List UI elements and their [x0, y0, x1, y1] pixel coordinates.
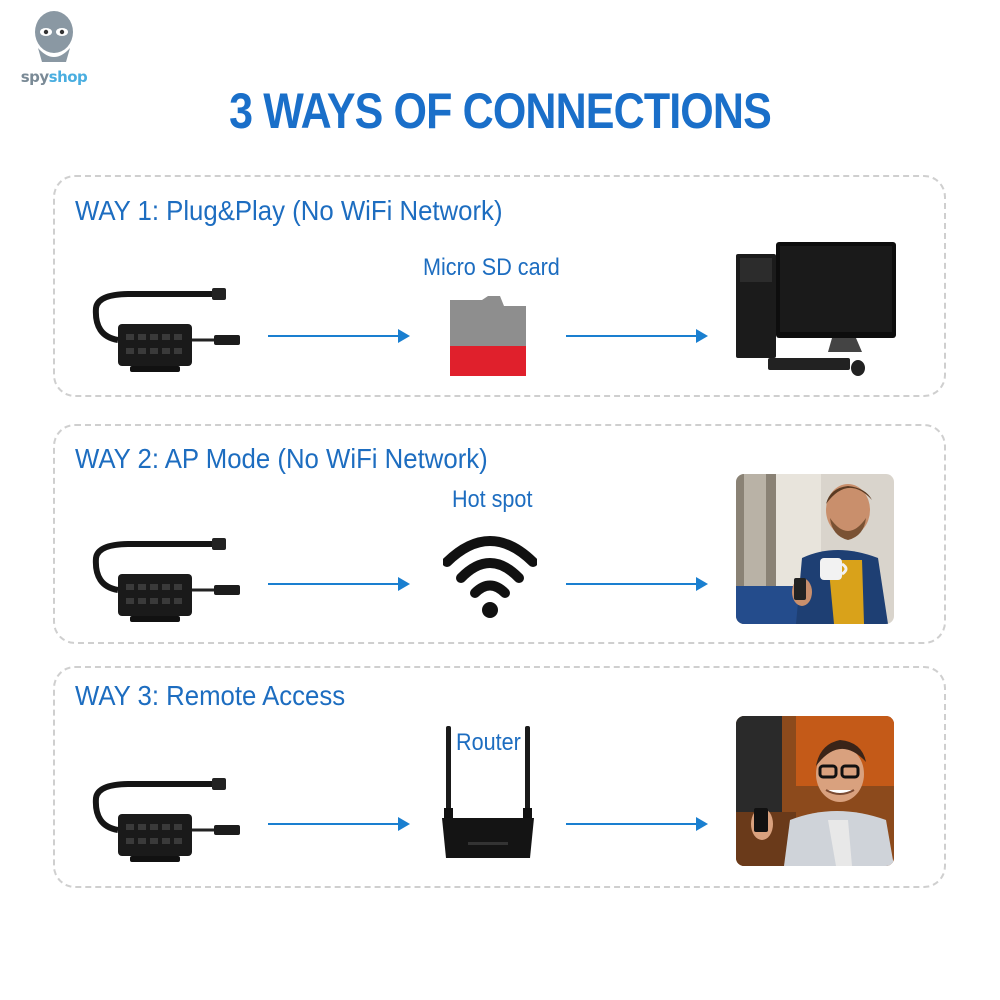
router-label: Router [456, 729, 521, 756]
arrow-icon [268, 817, 410, 831]
man-with-phone-cafe-photo [736, 716, 894, 866]
camera-module-icon [92, 288, 240, 372]
hotspot-label: Hot spot [452, 486, 533, 513]
way-3-title: WAY 3: Remote Access [75, 680, 346, 711]
way-2-panel: WAY 2: AP Mode (No WiFi Network) [53, 424, 946, 644]
logo-text-shop: shop [48, 68, 88, 86]
man-with-phone-photo [736, 474, 894, 624]
way-1-title: WAY 1: Plug&Play (No WiFi Network) [75, 195, 503, 226]
arrow-icon [268, 329, 410, 343]
arrow-icon [566, 329, 708, 343]
arrow-icon [566, 817, 708, 831]
logo-text-spy: spy [20, 68, 49, 86]
camera-module-icon [92, 538, 240, 622]
arrow-icon [566, 577, 708, 591]
wifi-hotspot-icon [443, 536, 537, 618]
desktop-computer-icon [736, 242, 896, 376]
camera-module-icon [92, 778, 240, 862]
way-1-panel: WAY 1: Plug&Play (No WiFi Network) [53, 175, 946, 397]
router-icon [442, 726, 534, 858]
arrow-icon [268, 577, 410, 591]
way-3-panel: WAY 3: Remote Access [53, 666, 946, 888]
micro-sd-label: Micro SD card [423, 254, 560, 281]
way-2-title: WAY 2: AP Mode (No WiFi Network) [75, 443, 488, 474]
brand-logo: spyshop [14, 8, 94, 86]
page-title: 3 WAYS OF CONNECTIONS [229, 83, 772, 139]
spy-face-icon [35, 11, 73, 62]
micro-sd-card-icon [450, 296, 526, 376]
